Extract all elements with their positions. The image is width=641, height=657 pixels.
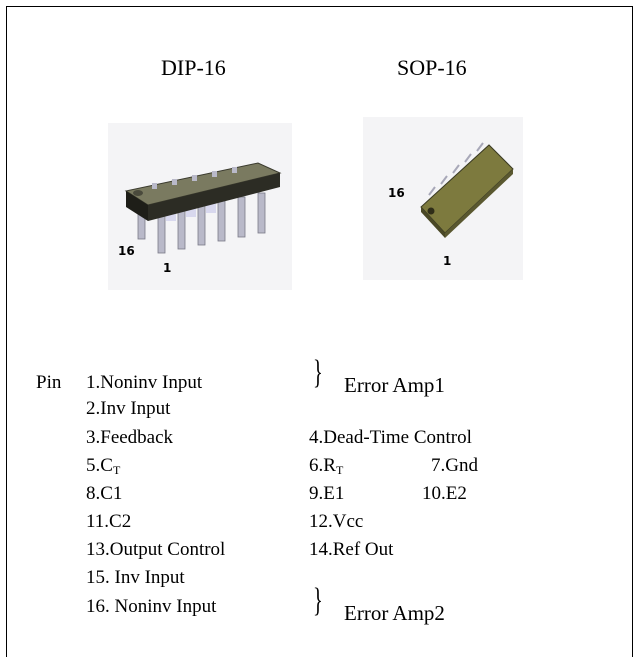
- pin-8: 8.C1: [86, 483, 123, 504]
- document-frame: [6, 6, 633, 657]
- pin-5: 5.CT: [86, 455, 121, 477]
- dip-package-image: 16 1: [108, 123, 292, 290]
- group-amp1-label: Error Amp1: [344, 373, 445, 397]
- dip-pin16-label: 16: [118, 244, 135, 258]
- pin-10: 10.E2: [422, 483, 467, 504]
- sop-title: SOP-16: [397, 55, 467, 80]
- pin-15: 15. Inv Input: [86, 567, 185, 588]
- pin-11: 11.C2: [86, 511, 132, 532]
- sop-package-image: 16 1: [363, 117, 523, 280]
- brace-amp2: }: [313, 582, 323, 619]
- pin-1: 1.Noninv Input: [86, 372, 203, 393]
- pin-prefix: Pin: [36, 372, 62, 393]
- pin-4: 4.Dead-Time Control: [309, 427, 472, 448]
- pin-14: 14.Ref Out: [309, 539, 394, 560]
- pin-16: 16. Noninv Input: [86, 596, 217, 617]
- dip-chip-icon: [124, 162, 282, 254]
- pin-13: 13.Output Control: [86, 539, 226, 560]
- pin-6: 6.RT: [309, 455, 344, 477]
- dip-pin1-label: 1: [163, 261, 172, 275]
- sop-chip-icon: [420, 142, 514, 238]
- sop-pin16-label: 16: [388, 186, 405, 200]
- pin-7: 7.Gnd: [431, 455, 478, 476]
- pin-9: 9.E1: [309, 483, 345, 504]
- pin-2: 2.Inv Input: [86, 398, 171, 419]
- pin-12: 12.Vcc: [309, 511, 364, 532]
- brace-amp1: }: [313, 354, 323, 391]
- sop-pin1-label: 1: [443, 254, 452, 268]
- pin-3: 3.Feedback: [86, 427, 174, 448]
- dip-title: DIP-16: [161, 55, 226, 80]
- group-amp2-label: Error Amp2: [344, 601, 445, 625]
